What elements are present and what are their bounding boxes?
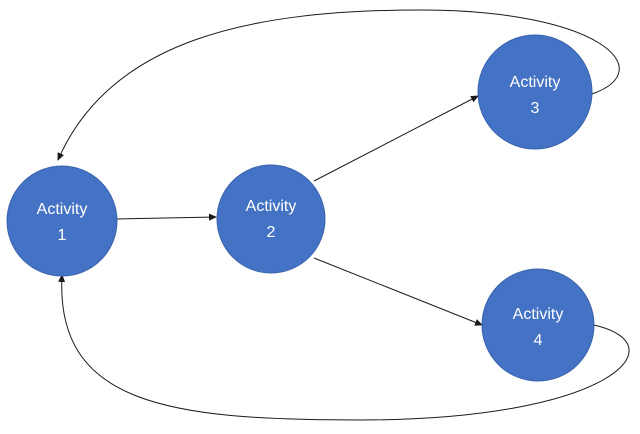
node-activity-2-label-line1: Activity <box>246 198 297 215</box>
node-activity-2-label-line2: 2 <box>267 224 276 241</box>
node-activity-4: Activity 4 <box>481 268 595 382</box>
node-activity-1-label-line1: Activity <box>37 201 88 218</box>
edge-activity-2-to-activity-4 <box>313 257 483 326</box>
node-activity-2: Activity 2 <box>216 164 326 274</box>
node-activity-4-label-line2: 4 <box>534 332 543 349</box>
edge-activity-2-to-activity-3 <box>313 95 479 182</box>
edge-activity-4-to-activity-1 <box>58 274 630 421</box>
node-activity-3-label-line2: 3 <box>531 100 540 117</box>
node-activity-2-circle <box>216 164 326 274</box>
node-activity-1-circle <box>6 165 118 277</box>
node-activity-3-circle <box>477 34 593 150</box>
edge-activity-3-to-activity-1 <box>57 9 620 161</box>
node-activity-4-label-line1: Activity <box>513 306 564 323</box>
node-activity-1-label-line2: 1 <box>58 227 67 244</box>
node-activity-3-label-line1: Activity <box>510 74 561 91</box>
node-activity-4-circle <box>481 268 595 382</box>
edge-activity-1-to-activity-2 <box>116 213 217 221</box>
node-activity-1: Activity 1 <box>6 165 118 277</box>
node-activity-3: Activity 3 <box>477 34 593 150</box>
